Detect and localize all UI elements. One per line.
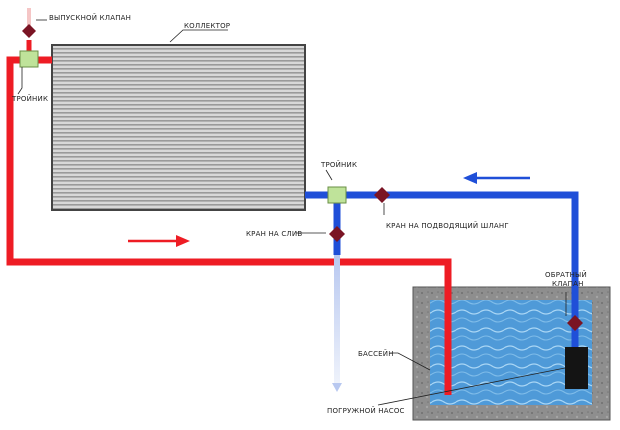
- check-valve-label-2: КЛАПАН: [552, 280, 584, 288]
- release-valve-label: ВЫПУСКНОЙ КЛАПАН: [49, 13, 131, 22]
- tee-fitting-icon: [19, 50, 39, 68]
- air-outlet: [27, 8, 31, 30]
- valve-diamond-icon: [567, 315, 583, 331]
- valve-diamond-icon: [22, 24, 36, 38]
- pump-label: ПОГРУЖНОЙ НАСОС: [327, 406, 405, 415]
- valve-diamond-icon: [329, 226, 345, 242]
- submersible-pump: [565, 347, 588, 389]
- flow-arrow-icon: [463, 172, 530, 184]
- collector-label: КОЛЛЕКТОР: [184, 22, 230, 30]
- supply-valve-label: КРАН НА ПОДВОДЯЩИЙ ШЛАНГ: [386, 221, 509, 230]
- flow-arrow-icon: [128, 235, 190, 247]
- leader-lines: [17, 19, 567, 406]
- cold-water-pipe: [305, 191, 579, 300]
- tee-right-label: ТРОЙНИК: [320, 160, 357, 169]
- drain-valve-label: КРАН НА СЛИВ: [246, 230, 302, 238]
- check-valve-label-1: ОБРАТНЫЙ: [545, 270, 587, 279]
- solar-collector: [51, 44, 306, 211]
- pool-label: БАССЕЙН: [358, 349, 394, 358]
- drain-arrow-icon: [332, 383, 342, 392]
- tee-fitting-icon: [327, 186, 347, 204]
- drain-pipe: [334, 255, 340, 383]
- tee-top-label: ТРОЙНИК: [11, 94, 48, 103]
- valve-diamond-icon: [374, 187, 390, 203]
